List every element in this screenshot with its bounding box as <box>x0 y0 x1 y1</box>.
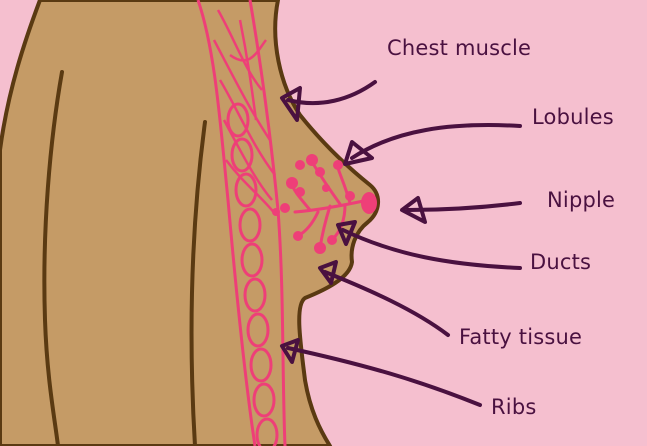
label-fatty-tissue: Fatty tissue <box>459 325 582 349</box>
arrow-fatty-tissue <box>325 272 448 335</box>
nipple-shape <box>361 192 377 214</box>
label-ribs: Ribs <box>491 395 537 419</box>
label-nipple: Nipple <box>547 188 615 212</box>
label-chest-muscle: Chest muscle <box>387 36 531 60</box>
arrow-ducts <box>343 230 520 268</box>
arrow-nipple <box>408 203 520 210</box>
arrow-ribs <box>288 348 480 405</box>
arrow-lobules <box>352 125 520 158</box>
label-ducts: Ducts <box>530 250 591 274</box>
label-lobules: Lobules <box>532 105 614 129</box>
torso-body <box>0 0 378 446</box>
